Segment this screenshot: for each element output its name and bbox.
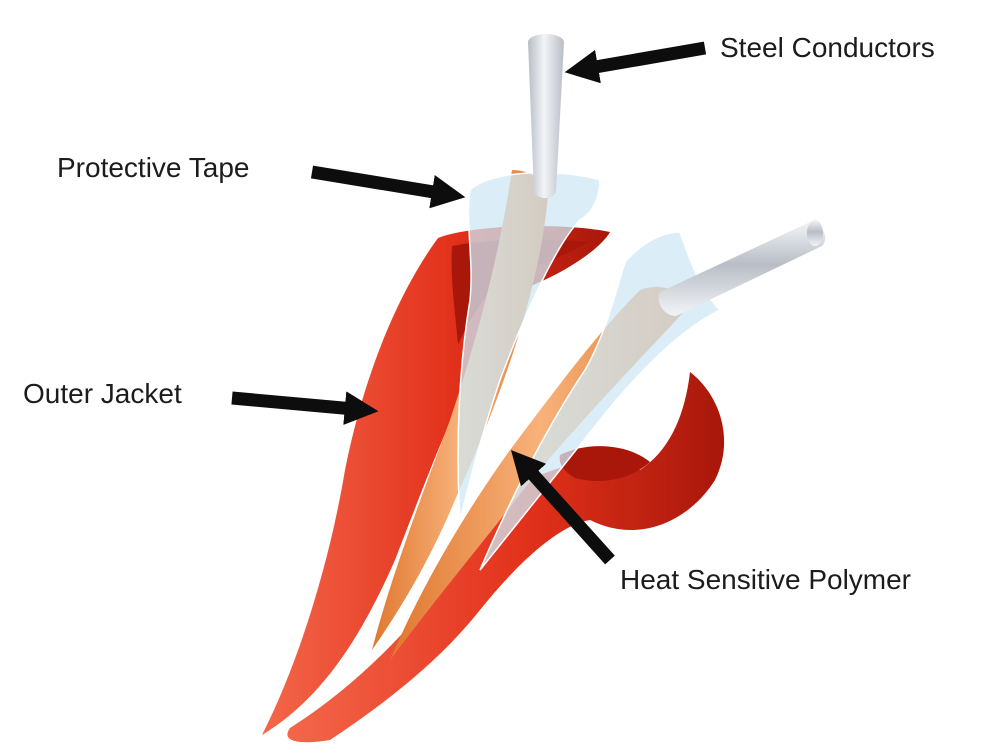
label-outer-jacket: Outer Jacket [23, 378, 182, 409]
label-heat-sensitive-polymer: Heat Sensitive Polymer [620, 564, 912, 595]
arrow-steel-conductors [564, 41, 707, 84]
steel-conductor-right-tip [807, 220, 823, 246]
label-steel-conductors: Steel Conductors [720, 32, 935, 63]
steel-conductor-left [528, 37, 564, 198]
steel-conductor-left-tip [528, 34, 564, 50]
outer-jacket-left [262, 226, 610, 735]
steel-conductor-right [658, 222, 826, 316]
arrow-heat-sensitive-polymer [510, 449, 615, 565]
arrow-protective-tape [310, 165, 466, 209]
arrow-outer-jacket [231, 391, 379, 426]
label-protective-tape: Protective Tape [57, 152, 250, 183]
outer-jacket-right-inner [559, 446, 650, 482]
protective-tape-left [457, 171, 601, 521]
